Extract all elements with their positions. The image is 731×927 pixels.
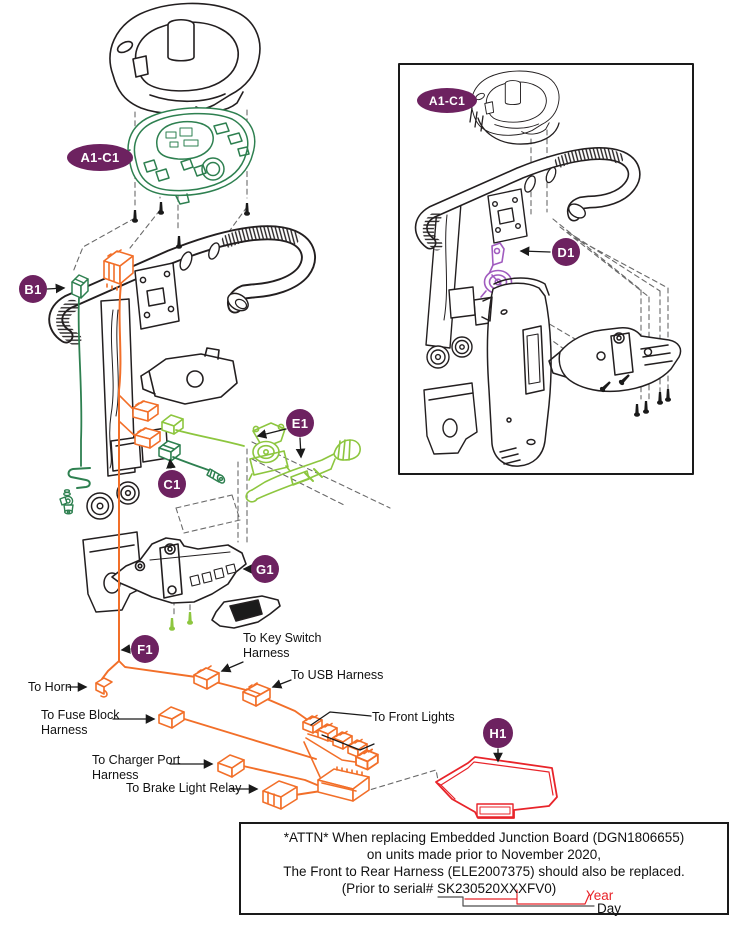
green-screws	[169, 612, 193, 631]
callout-h1: H1	[483, 718, 513, 748]
bracket-plate	[140, 347, 238, 405]
label-to-brake-light-relay: To Brake Light Relay	[126, 781, 242, 795]
label-to-front-lights: To Front Lights	[372, 710, 455, 724]
console-board	[122, 107, 256, 205]
inset-view	[398, 63, 694, 475]
callout-f1: F1	[131, 635, 159, 663]
orange-harness	[95, 249, 379, 810]
green-connector-c1	[158, 440, 226, 484]
callout-c1: C1	[158, 470, 186, 498]
console-base	[111, 537, 281, 629]
attn-line-3: The Front to Rear Harness (ELE2007375) s…	[283, 864, 685, 879]
attn-line-1: *ATTN* When replacing Embedded Junction …	[283, 830, 685, 845]
serial-brackets	[437, 889, 595, 907]
serial-day-label: Day	[597, 901, 622, 916]
leader-arrows	[46, 246, 551, 794]
green-elbow-fitting	[59, 489, 74, 515]
callout-a1c1-main: A1-C1	[67, 144, 133, 171]
callout-e1: E1	[286, 409, 314, 437]
callout-d1: D1	[552, 238, 580, 266]
callout-g1: G1	[251, 555, 279, 583]
throttle-parts	[161, 414, 361, 503]
green-connector-b1	[71, 274, 89, 299]
junction-board	[435, 756, 558, 819]
label-to-usb-harness: To USB Harness	[291, 668, 384, 682]
serial-year-label: Year	[586, 888, 614, 903]
label-to-horn: To Horn	[28, 680, 72, 694]
green-wire	[67, 297, 91, 489]
console-cover	[109, 2, 261, 115]
attn-line-2: on units made prior to November 2020,	[366, 847, 602, 862]
callout-a1c1-inset: A1-C1	[417, 88, 477, 113]
callout-b1: B1	[19, 275, 47, 303]
handlebar	[48, 225, 316, 346]
attention-note-box: *ATTN* When replacing Embedded Junction …	[239, 822, 729, 916]
attn-line-4: (Prior to serial# SK230520XXXFV0)	[341, 881, 557, 896]
